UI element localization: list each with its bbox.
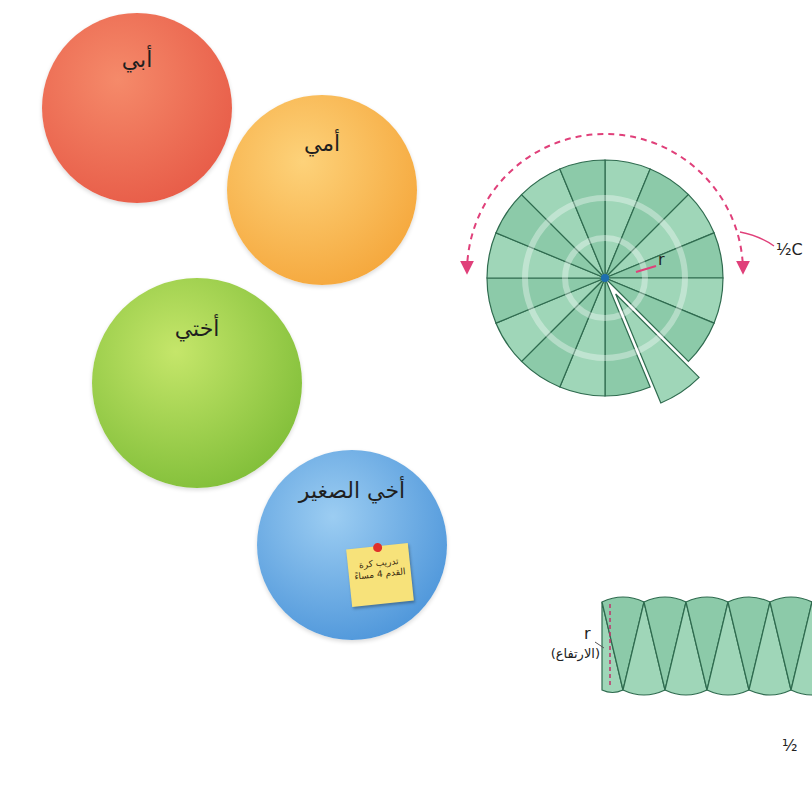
pin <box>372 543 382 553</box>
height-label: (الارتفاع) <box>551 646 600 661</box>
sector-strip <box>602 597 812 695</box>
strip-sector <box>791 602 812 695</box>
leader-line <box>740 232 774 246</box>
family-circle: أختي <box>92 278 302 488</box>
ring <box>565 238 645 318</box>
person-name: أمي <box>304 131 340 156</box>
person-name: أختي <box>175 316 220 341</box>
person-name: أبي <box>122 47 153 72</box>
sticky-note: تدريب كرة القدم 4 مساءً <box>346 543 414 607</box>
circumference-arrow <box>467 134 743 272</box>
height-line <box>609 604 611 688</box>
center-dot <box>601 274 609 282</box>
radius-label: r <box>658 250 665 269</box>
family-circle: أمي <box>227 95 417 285</box>
ring <box>525 198 685 358</box>
person-name: أخي الصغير <box>299 478 405 503</box>
sector-circle <box>487 160 723 403</box>
family-circle: أخي الصغير تدريب كرة القدم 4 مساءً <box>257 450 447 640</box>
family-circle: أبي <box>42 13 232 203</box>
half-circumference-label: ½C <box>776 240 803 259</box>
note-text: تدريب كرة القدم 4 مساءً <box>351 555 407 583</box>
leader-line <box>636 266 656 272</box>
radius-label: r <box>584 624 591 643</box>
half-label: ½ <box>782 736 798 755</box>
